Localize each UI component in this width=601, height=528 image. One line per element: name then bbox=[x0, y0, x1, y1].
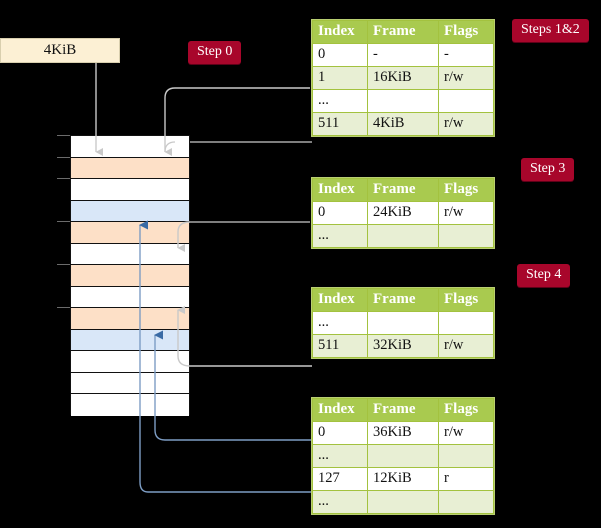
memory-grid-tick bbox=[57, 135, 70, 136]
memory-grid-row bbox=[71, 372, 189, 395]
table-cell bbox=[438, 444, 494, 468]
table-cell: 0 bbox=[312, 421, 368, 445]
table-cell: 4KiB bbox=[367, 112, 439, 136]
memory-grid-row bbox=[71, 394, 189, 416]
table-cell: ... bbox=[312, 490, 368, 514]
memory-grid-row bbox=[71, 136, 189, 158]
table-row: ... bbox=[312, 490, 494, 514]
table-cell bbox=[367, 444, 439, 468]
table-header-cell: Index bbox=[312, 178, 368, 202]
table-row: ... bbox=[312, 89, 494, 113]
page-frame-box: 4KiB bbox=[0, 38, 120, 63]
table-cell bbox=[367, 89, 439, 113]
table-cell: r/w bbox=[438, 66, 494, 90]
table-cell: ... bbox=[312, 224, 368, 248]
memory-grid-tick bbox=[57, 307, 70, 309]
table-header-cell: Index bbox=[312, 288, 368, 312]
table-cell bbox=[367, 224, 439, 248]
page-frame-label: 4KiB bbox=[43, 42, 77, 58]
memory-grid bbox=[70, 135, 190, 416]
memory-grid-row bbox=[71, 200, 189, 223]
table-cell: ... bbox=[312, 89, 368, 113]
table-cell bbox=[438, 224, 494, 248]
table-header-cell: Frame bbox=[367, 288, 439, 312]
table-row: 0-- bbox=[312, 43, 494, 67]
memory-grid-row bbox=[71, 286, 189, 309]
memory-grid-row bbox=[71, 243, 189, 266]
memory-grid-row bbox=[71, 222, 189, 244]
table-row: ... bbox=[312, 311, 494, 335]
badge-step-3: Step 3 bbox=[521, 158, 575, 181]
table-cell bbox=[438, 89, 494, 113]
table-cell: 32KiB bbox=[367, 334, 439, 358]
table-row: ... bbox=[312, 224, 494, 248]
table-cell: 36KiB bbox=[367, 421, 439, 445]
badge-step-0: Step 0 bbox=[188, 41, 242, 64]
table-header-cell: Frame bbox=[367, 20, 439, 44]
memory-grid-row bbox=[71, 329, 189, 352]
table-header-cell: Index bbox=[312, 398, 368, 422]
table-cell: ... bbox=[312, 311, 368, 335]
table-cell: 16KiB bbox=[367, 66, 439, 90]
table-cell: - bbox=[438, 43, 494, 67]
badge-steps-1-2: Steps 1&2 bbox=[512, 19, 589, 42]
table-cell: r/w bbox=[438, 421, 494, 445]
table-cell: r/w bbox=[438, 334, 494, 358]
badge-label: Step 0 bbox=[197, 44, 233, 59]
table-header-cell: Flags bbox=[438, 20, 494, 44]
memory-grid-row bbox=[71, 157, 189, 180]
table-cell: 511 bbox=[312, 112, 368, 136]
memory-grid-tick bbox=[57, 264, 70, 266]
memory-grid-row bbox=[71, 351, 189, 373]
table-cell: - bbox=[367, 43, 439, 67]
table-header-cell: Flags bbox=[438, 398, 494, 422]
table-header-cell: Frame bbox=[367, 398, 439, 422]
table-cell bbox=[438, 490, 494, 514]
table-cell: 511 bbox=[312, 334, 368, 358]
table-cell bbox=[367, 311, 439, 335]
table-cell bbox=[438, 311, 494, 335]
table-header-cell: Frame bbox=[367, 178, 439, 202]
badge-label: Steps 1&2 bbox=[521, 22, 580, 37]
table-cell: 12KiB bbox=[367, 467, 439, 491]
badge-label: Step 4 bbox=[526, 267, 562, 282]
table-cell: r/w bbox=[438, 112, 494, 136]
table-header-cell: Flags bbox=[438, 178, 494, 202]
memory-grid-row bbox=[71, 265, 189, 287]
table-header-cell: Flags bbox=[438, 288, 494, 312]
table-cell: 1 bbox=[312, 66, 368, 90]
table-cell: r/w bbox=[438, 201, 494, 225]
memory-grid-tick bbox=[57, 221, 70, 223]
badge-label: Step 3 bbox=[530, 161, 566, 176]
memory-grid-row bbox=[71, 179, 189, 201]
table-cell: r bbox=[438, 467, 494, 491]
table-cell: 127 bbox=[312, 467, 368, 491]
memory-grid-tick bbox=[57, 156, 70, 158]
table-cell: ... bbox=[312, 444, 368, 468]
table-header-cell: Index bbox=[312, 20, 368, 44]
table-cell: 24KiB bbox=[367, 201, 439, 225]
table-cell bbox=[367, 490, 439, 514]
wire-step4-table2-to-grid bbox=[177, 306, 312, 367]
badge-step-4: Step 4 bbox=[517, 264, 571, 287]
table-row: ... bbox=[312, 444, 494, 468]
table-cell: 0 bbox=[312, 201, 368, 225]
memory-grid-tick bbox=[57, 178, 70, 180]
table-cell: 0 bbox=[312, 43, 368, 67]
memory-grid-row bbox=[71, 308, 189, 330]
